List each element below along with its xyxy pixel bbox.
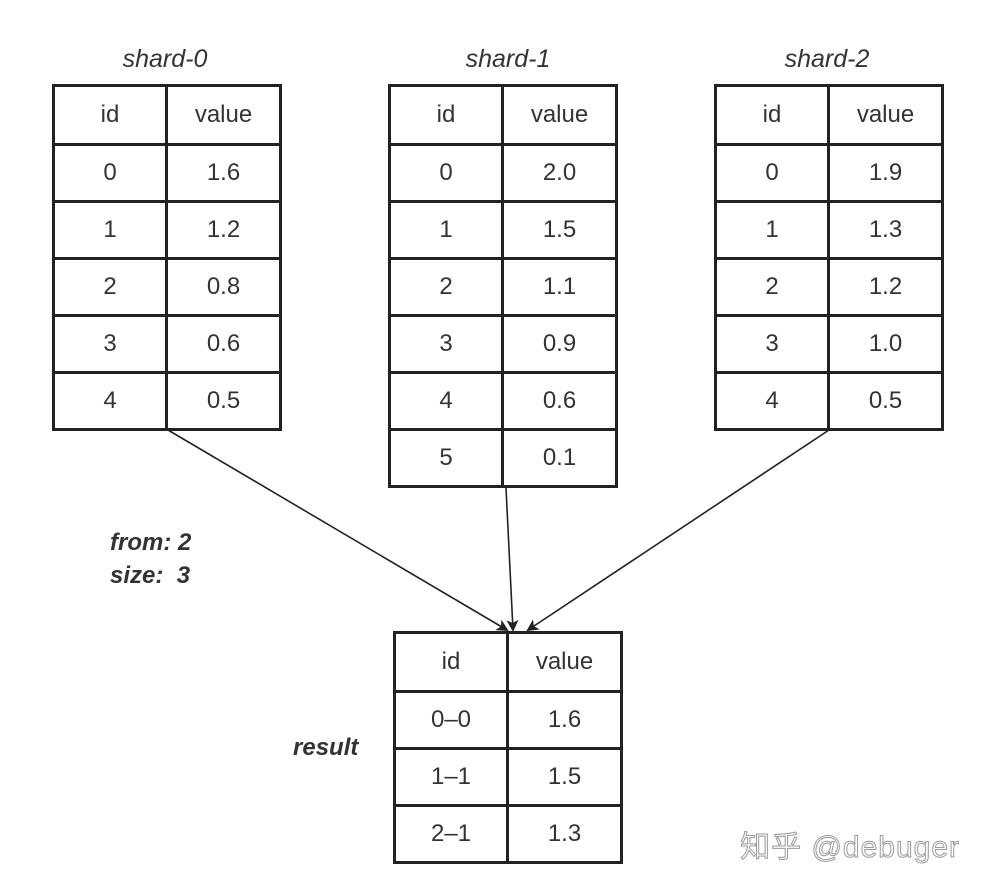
table-row: 0–0 1.6 bbox=[393, 690, 623, 750]
cell-id: 0 bbox=[714, 143, 830, 203]
column-header: value bbox=[827, 84, 944, 146]
cell-id: 1 bbox=[388, 200, 504, 260]
table-header-row: id value bbox=[393, 631, 623, 693]
shard-0-table: id value 0 1.6 1 1.2 2 0.8 3 0.6 4 0.5 bbox=[52, 84, 282, 431]
arrow-from-shard-0 bbox=[167, 429, 509, 632]
cell-value: 1.6 bbox=[165, 143, 282, 203]
cell-value: 0.6 bbox=[165, 314, 282, 374]
cell-value: 1.6 bbox=[506, 690, 623, 750]
cell-value: 1.3 bbox=[827, 200, 944, 260]
param-size: size: 3 bbox=[110, 562, 191, 589]
table-row: 2 1.2 bbox=[714, 257, 944, 317]
cell-value: 0.8 bbox=[165, 257, 282, 317]
cell-value: 0.9 bbox=[501, 314, 618, 374]
table-row: 2 0.8 bbox=[52, 257, 282, 317]
cell-value: 1.1 bbox=[501, 257, 618, 317]
cell-value: 1.2 bbox=[165, 200, 282, 260]
table-row: 4 0.5 bbox=[714, 371, 944, 431]
cell-value: 1.5 bbox=[506, 747, 623, 807]
shard-2-table: id value 0 1.9 1 1.3 2 1.2 3 1.0 4 0.5 bbox=[714, 84, 944, 431]
cell-id: 3 bbox=[388, 314, 504, 374]
column-header: id bbox=[714, 84, 830, 146]
table-row: 1 1.5 bbox=[388, 200, 618, 260]
table-row: 0 1.9 bbox=[714, 143, 944, 203]
column-header: id bbox=[52, 84, 168, 146]
table-header-row: id value bbox=[52, 84, 282, 146]
table-row: 0 1.6 bbox=[52, 143, 282, 203]
cell-id: 3 bbox=[52, 314, 168, 374]
cell-id: 4 bbox=[714, 371, 830, 431]
table-row: 1–1 1.5 bbox=[393, 747, 623, 807]
cell-id: 4 bbox=[388, 371, 504, 431]
shard-0-title: shard-0 bbox=[122, 45, 208, 73]
cell-id: 2 bbox=[714, 257, 830, 317]
column-header: id bbox=[393, 631, 509, 693]
shard-1-title: shard-1 bbox=[465, 45, 551, 73]
param-from: from: 2 bbox=[110, 529, 192, 556]
table-row: 2 1.1 bbox=[388, 257, 618, 317]
result-label: result bbox=[293, 734, 359, 761]
table-header-row: id value bbox=[714, 84, 944, 146]
table-row: 2–1 1.3 bbox=[393, 804, 623, 864]
result-table: id value 0–0 1.6 1–1 1.5 2–1 1.3 bbox=[393, 631, 623, 864]
cell-id: 5 bbox=[388, 428, 504, 488]
table-row: 0 2.0 bbox=[388, 143, 618, 203]
cell-id: 0 bbox=[52, 143, 168, 203]
arrow-from-shard-2 bbox=[526, 429, 830, 632]
table-header-row: id value bbox=[388, 84, 618, 146]
cell-id: 1 bbox=[714, 200, 830, 260]
cell-value: 0.5 bbox=[827, 371, 944, 431]
shard-2-title: shard-2 bbox=[784, 45, 870, 73]
cell-id: 2 bbox=[52, 257, 168, 317]
cell-id: 0 bbox=[388, 143, 504, 203]
table-row: 3 0.9 bbox=[388, 314, 618, 374]
column-header: value bbox=[165, 84, 282, 146]
cell-id: 0–0 bbox=[393, 690, 509, 750]
cell-value: 1.9 bbox=[827, 143, 944, 203]
table-row: 1 1.2 bbox=[52, 200, 282, 260]
cell-value: 2.0 bbox=[501, 143, 618, 203]
cell-id: 4 bbox=[52, 371, 168, 431]
table-row: 4 0.5 bbox=[52, 371, 282, 431]
arrow-from-shard-1 bbox=[505, 487, 519, 632]
cell-id: 1–1 bbox=[393, 747, 509, 807]
column-header: value bbox=[501, 84, 618, 146]
cell-value: 0.6 bbox=[501, 371, 618, 431]
cell-id: 2 bbox=[388, 257, 504, 317]
table-row: 5 0.1 bbox=[388, 428, 618, 488]
cell-value: 1.3 bbox=[506, 804, 623, 864]
table-row: 4 0.6 bbox=[388, 371, 618, 431]
cell-id: 3 bbox=[714, 314, 830, 374]
watermark: 知乎 @debuger bbox=[740, 831, 960, 865]
column-header: value bbox=[506, 631, 623, 693]
cell-id: 2–1 bbox=[393, 804, 509, 864]
cell-value: 0.1 bbox=[501, 428, 618, 488]
cell-value: 1.2 bbox=[827, 257, 944, 317]
cell-value: 0.5 bbox=[165, 371, 282, 431]
table-row: 1 1.3 bbox=[714, 200, 944, 260]
table-row: 3 0.6 bbox=[52, 314, 282, 374]
cell-value: 1.5 bbox=[501, 200, 618, 260]
cell-id: 1 bbox=[52, 200, 168, 260]
cell-value: 1.0 bbox=[827, 314, 944, 374]
table-row: 3 1.0 bbox=[714, 314, 944, 374]
column-header: id bbox=[388, 84, 504, 146]
shard-1-table: id value 0 2.0 1 1.5 2 1.1 3 0.9 4 0.6 5… bbox=[388, 84, 618, 488]
